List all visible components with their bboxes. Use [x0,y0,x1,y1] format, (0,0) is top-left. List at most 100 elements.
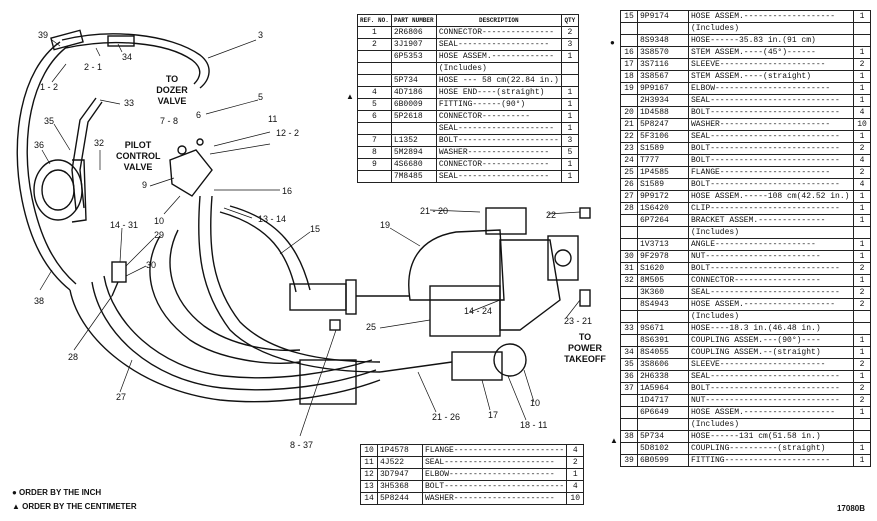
cell-desc: HOSE ASSEM.-----108 cm(42.52 in.) [688,190,854,203]
cell-pn: 3K360 [637,286,689,299]
cell-ref: 36 [620,370,638,383]
callout-19: 19 [380,220,391,230]
cell-desc: BOLT--------------------------- [688,178,854,191]
cell-ref [620,310,638,323]
cell-qty: 1 [853,82,871,95]
cell-pn: 6P6649 [637,406,689,419]
callout-3: 3 [258,30,264,40]
cell-ref [620,394,638,407]
cell-desc: SEAL--------------------------- [688,370,854,383]
cell-qty: 4 [853,106,871,119]
cell-qty: 1 [853,334,871,347]
cell-pn: S1620 [637,262,689,275]
cell-pn: 9S671 [637,322,689,335]
hose-27 [69,289,381,403]
callout-27: 27 [116,392,127,402]
cell-ref [620,214,638,227]
cell-ref: 13 [360,480,378,493]
cell-pn [637,418,689,431]
cell-ref: 12 [360,468,378,481]
cell-ref: 15 [620,10,638,23]
cell-pn: 1V3713 [637,238,689,251]
cell-pn [637,310,689,323]
cell-desc: COUPLING ASSEM.--(straight) [688,346,854,359]
cell-ref: 39 [620,454,638,467]
cell-qty: 2 [853,286,871,299]
cell-pn: 4D7186 [390,86,437,99]
cell-qty: 1 [853,274,871,287]
header-ref: REF. NO. [357,14,392,27]
cell-desc: SEAL------------------- [435,38,562,51]
cell-qty: 5 [560,146,579,159]
cell-qty: 10 [853,118,871,131]
cell-desc: HOSE------131 cm(51.58 in.) [688,430,854,443]
callout-28: 28 [68,352,79,362]
cell-pn: 3S8606 [637,358,689,371]
cell-qty: 4 [566,444,585,457]
callout-14-31: 14 - 31 [110,220,139,230]
callout-36: 36 [34,140,45,150]
cell-qty: 2 [853,58,871,71]
cell-pn: 5D8102 [637,442,689,455]
cell-pn: 4S6680 [390,158,437,171]
cell-pn: 9P9172 [637,190,689,203]
cell-ref: 21 [620,118,638,131]
cell-desc: CONNECTOR------------------ [688,274,854,287]
cell-qty: 1 [853,130,871,143]
table-row: SEAL--------------------1 [357,122,579,135]
cell-ref: 30 [620,250,638,263]
cell-pn: S1589 [637,178,689,191]
cell-qty: 2 [853,382,871,395]
elbow-19 [408,229,505,301]
cell-pn: 5P8244 [377,492,423,505]
cell-qty: 10 [566,492,585,505]
hose-16 [198,195,381,373]
cell-ref: 38 [620,430,638,443]
cell-qty: 1 [853,46,871,59]
cell-qty: 1 [560,110,579,123]
cell-ref [620,418,638,431]
cell-desc: HOSE------35.83 in.(91 cm) [688,34,854,47]
cell-desc: WASHER----------------- [435,146,562,159]
callout-38: 38 [34,296,45,306]
callout-29: 29 [154,230,165,240]
cm-mark-2: ▲ [610,436,618,445]
cell-desc: FLANGE----------------------- [688,166,854,179]
cell-pn: 5F3106 [637,130,689,143]
cell-ref: 33 [620,322,638,335]
callout-35: 35 [44,116,55,126]
cell-desc: BOLT--------------------------- [688,262,854,275]
cell-desc: HOSE----18.3 in.(46.48 in.) [688,322,854,335]
cell-ref: 35 [620,358,638,371]
cell-qty: 3 [560,134,579,147]
cm-mark: ▲ [346,92,354,101]
cell-ref: 19 [620,82,638,95]
cell-pn: T777 [637,154,689,167]
cell-qty: 1 [853,370,871,383]
callout-17: 17 [488,410,499,420]
cell-qty: 1 [560,170,579,183]
callout-33: 33 [124,98,135,108]
cell-pn: 5P2618 [390,110,437,123]
cell-desc: CLIP--------------------------- [688,202,854,215]
callout-14-24: 14 - 24 [464,306,493,316]
cell-ref [620,34,638,47]
cell-pn: 1P4578 [377,444,423,457]
cell-ref: 6 [357,110,392,123]
